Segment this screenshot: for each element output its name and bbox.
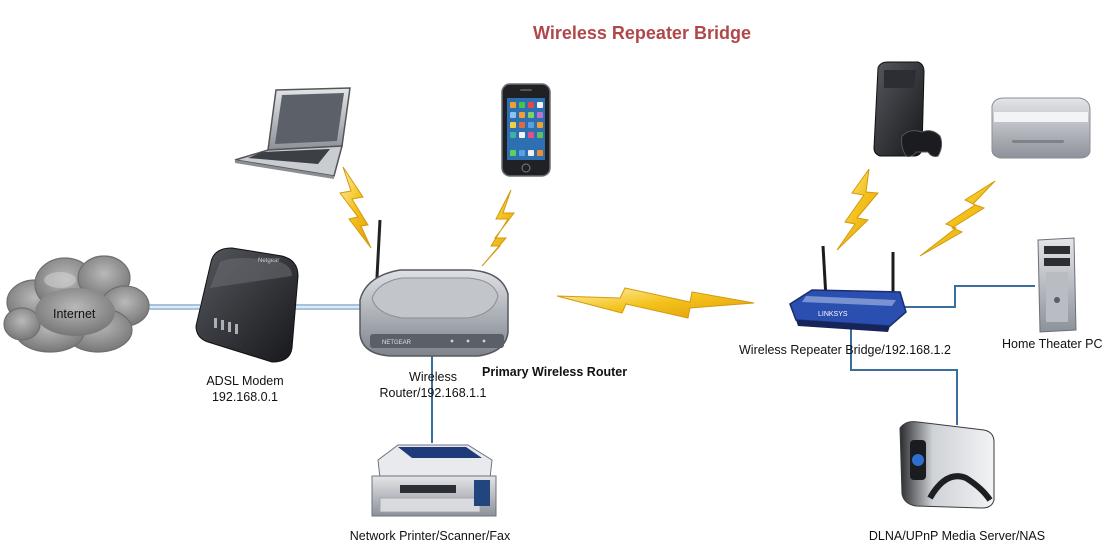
laptop-icon bbox=[234, 87, 351, 179]
router-brand: NETGEAR bbox=[382, 340, 412, 346]
cloud-icon bbox=[3, 255, 150, 353]
router-label-line2: Router/192.168.1.1 bbox=[379, 386, 487, 400]
modem-label-line1: ADSL Modem bbox=[206, 374, 284, 388]
htpc-label: Home Theater PC bbox=[1002, 337, 1103, 351]
internet-label: Internet bbox=[53, 307, 96, 321]
modem-brand: Netgear bbox=[258, 258, 279, 264]
wireless-signal-icon bbox=[339, 166, 996, 319]
bridge-label: Wireless Repeater Bridge/192.168.1.2 bbox=[739, 343, 951, 357]
wireless-bridge-icon: LINKSYS bbox=[789, 245, 907, 332]
modem-label-line2: 192.168.0.1 bbox=[211, 390, 279, 404]
bridge-brand: LINKSYS bbox=[818, 311, 848, 318]
printer-label: Network Printer/Scanner/Fax bbox=[349, 529, 511, 543]
modem-label: ADSL Modem 192.168.0.1 bbox=[206, 373, 283, 405]
mini-pc-icon bbox=[991, 97, 1091, 159]
nas-label: DLNA/UPnP Media Server/NAS bbox=[868, 529, 1046, 543]
diagram-title: Wireless Repeater Bridge bbox=[533, 23, 751, 43]
nas-icon bbox=[899, 421, 995, 509]
printer-icon bbox=[371, 444, 497, 517]
game-console-icon bbox=[873, 61, 943, 157]
modem-icon: Netgear bbox=[195, 247, 299, 363]
tower-pc-icon bbox=[1037, 237, 1077, 333]
router-label-line1: Wireless bbox=[409, 370, 457, 384]
cables bbox=[130, 285, 1035, 443]
router-icon: NETGEAR bbox=[359, 219, 509, 357]
primary-router-label: Primary Wireless Router bbox=[482, 365, 628, 379]
router-label: Wireless Router/192.168.1.1 bbox=[379, 369, 486, 401]
smartphone-icon bbox=[501, 83, 551, 177]
